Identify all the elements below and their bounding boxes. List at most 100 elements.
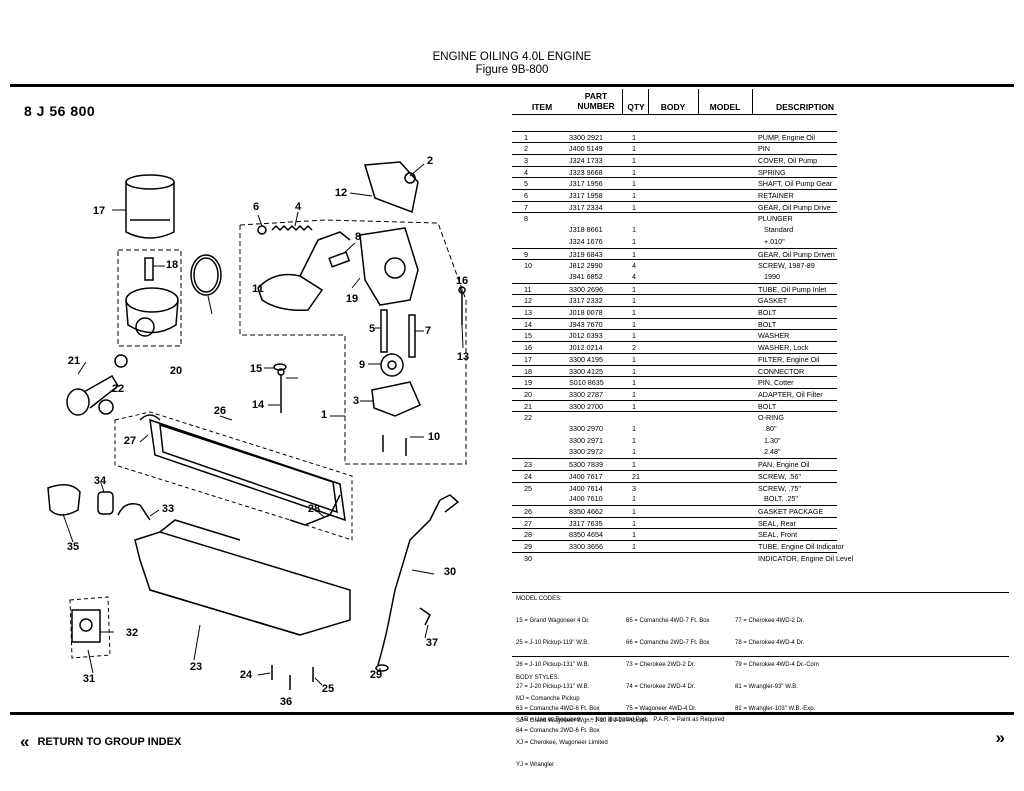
callout-6: 6 bbox=[253, 201, 259, 213]
model-codes-heading: MODEL CODES: bbox=[516, 596, 562, 602]
bottom-rule bbox=[10, 712, 1014, 715]
part-number-cell: J012 0393 bbox=[569, 331, 603, 341]
item-cell: 21 bbox=[524, 401, 532, 411]
col-header-body: BODY bbox=[660, 102, 686, 112]
callout-20: 20 bbox=[170, 365, 182, 377]
callout-14: 14 bbox=[252, 399, 265, 411]
model-code: 75 = Wagoneer 4WD-4 Dr. bbox=[626, 705, 697, 712]
model-code: 77 = Cherokee 4WD-2 Dr. bbox=[735, 618, 805, 625]
footnote: AR = Use as Required - = Non Illustrated… bbox=[520, 717, 725, 723]
callout-11: 11 bbox=[252, 283, 264, 295]
figure-number: Figure 9B-800 bbox=[475, 64, 549, 76]
item-cell: 2 bbox=[524, 144, 528, 154]
model-code: 73 = Cherokee 2WD-2 Dr. bbox=[626, 661, 696, 668]
part-number-cell: J812 2990 bbox=[569, 261, 603, 271]
model-codes-col1: 15 = Grand Wagoneer 4 Dr. 25 = J-10 Pick… bbox=[516, 604, 600, 743]
model-code: 15 = Grand Wagoneer 4 Dr. bbox=[516, 618, 590, 625]
description-cell: 1990 bbox=[758, 271, 780, 281]
description-cell: SEAL, Rear bbox=[758, 518, 796, 528]
description-cell: GEAR, Oil Pump Drive bbox=[758, 202, 831, 212]
part-number-cell: 5300 7839 bbox=[569, 460, 603, 470]
callout-15: 15 bbox=[250, 363, 262, 375]
qty-cell: 1 bbox=[632, 236, 636, 246]
callout-9: 9 bbox=[359, 359, 365, 371]
exploded-parts-diagram: 1234567891011121314151617181920212223242… bbox=[47, 155, 469, 708]
col-header-item: ITEM bbox=[531, 102, 553, 112]
item-cell: 7 bbox=[524, 202, 528, 212]
callout-16: 16 bbox=[456, 275, 468, 287]
qty-cell: 1 bbox=[632, 366, 636, 376]
item-cell: 20 bbox=[524, 389, 532, 399]
model-code: 78 = Cherokee 4WD-4 Dr. bbox=[735, 639, 805, 646]
item-cell: 22 bbox=[524, 413, 532, 423]
description-cell: O-RING bbox=[758, 413, 784, 423]
col-header-part-bottom: NUMBER bbox=[577, 101, 615, 111]
part-number-cell: 3300 4125 bbox=[569, 366, 603, 376]
item-cell: 1 bbox=[524, 132, 528, 142]
model-code: 65 = Comanche 4WD-7 Ft. Box bbox=[626, 618, 710, 625]
model-code: 82 = Wrangler-103" W.B.-Exp. bbox=[735, 705, 816, 712]
callout-29: 29 bbox=[370, 669, 382, 681]
callout-28: 28 bbox=[308, 503, 320, 515]
notes-rule bbox=[512, 592, 1009, 593]
callout-22: 22 bbox=[112, 383, 124, 395]
qty-cell: 1 bbox=[632, 424, 636, 433]
double-chevron-right-icon[interactable]: » bbox=[995, 728, 1005, 747]
description-cell: BOLT bbox=[758, 308, 777, 317]
part-number-cell: J018 0078 bbox=[569, 308, 603, 317]
qty-cell: 21 bbox=[632, 471, 640, 481]
callout-23: 23 bbox=[190, 661, 202, 673]
column-divider bbox=[698, 89, 699, 114]
item-cell: 27 bbox=[524, 518, 532, 528]
callout-3: 3 bbox=[353, 395, 359, 407]
qty-cell: 1 bbox=[632, 225, 636, 235]
callout-25: 25 bbox=[322, 683, 334, 695]
description-cell: SPRING bbox=[758, 167, 786, 177]
description-cell: 2.48" bbox=[758, 447, 781, 457]
qty-cell: 1 bbox=[632, 144, 636, 154]
part-number-cell: 3300 4195 bbox=[569, 354, 603, 364]
item-cell: 18 bbox=[524, 366, 532, 376]
part-number-cell: 3300 2696 bbox=[569, 284, 603, 294]
part-number-cell: 3300 2921 bbox=[569, 132, 603, 142]
col-header-part: PART NUMBER bbox=[568, 91, 624, 111]
qty-cell: 1 bbox=[632, 378, 636, 388]
part-number-cell: 3300 3656 bbox=[569, 542, 603, 551]
item-cell: 3 bbox=[524, 155, 528, 165]
description-cell: SCREW, .75" bbox=[758, 483, 801, 493]
body-styles: BODY STYLES: MJ = Comanche Pickup SJ = G… bbox=[516, 660, 648, 777]
callout-19: 19 bbox=[346, 293, 358, 305]
qty-cell: 1 bbox=[632, 494, 636, 504]
description-cell: SCREW, .56" bbox=[758, 471, 801, 481]
part-number-cell: J317 2332 bbox=[569, 296, 603, 306]
qty-cell: 1 bbox=[632, 167, 636, 177]
return-label: RETURN TO GROUP INDEX bbox=[37, 736, 182, 748]
return-to-group-index-link[interactable]: « RETURN TO GROUP INDEX bbox=[20, 732, 181, 752]
description-cell: SHAFT, Oil Pump Gear bbox=[758, 179, 833, 189]
description-cell: BOLT bbox=[758, 401, 777, 411]
top-rule bbox=[10, 84, 1014, 87]
callout-1: 1 bbox=[321, 409, 327, 421]
notes-rule bbox=[512, 656, 1009, 657]
callout-13: 13 bbox=[457, 351, 469, 363]
description-cell: ADAPTER, Oil Filter bbox=[758, 389, 823, 399]
description-cell: BOLT, .25" bbox=[758, 494, 798, 504]
body-styles-heading: BODY STYLES: bbox=[516, 674, 560, 681]
double-chevron-left-icon: « bbox=[20, 732, 30, 751]
description-cell: BOLT bbox=[758, 319, 777, 329]
part-number-cell: J318 8661 bbox=[569, 225, 603, 235]
